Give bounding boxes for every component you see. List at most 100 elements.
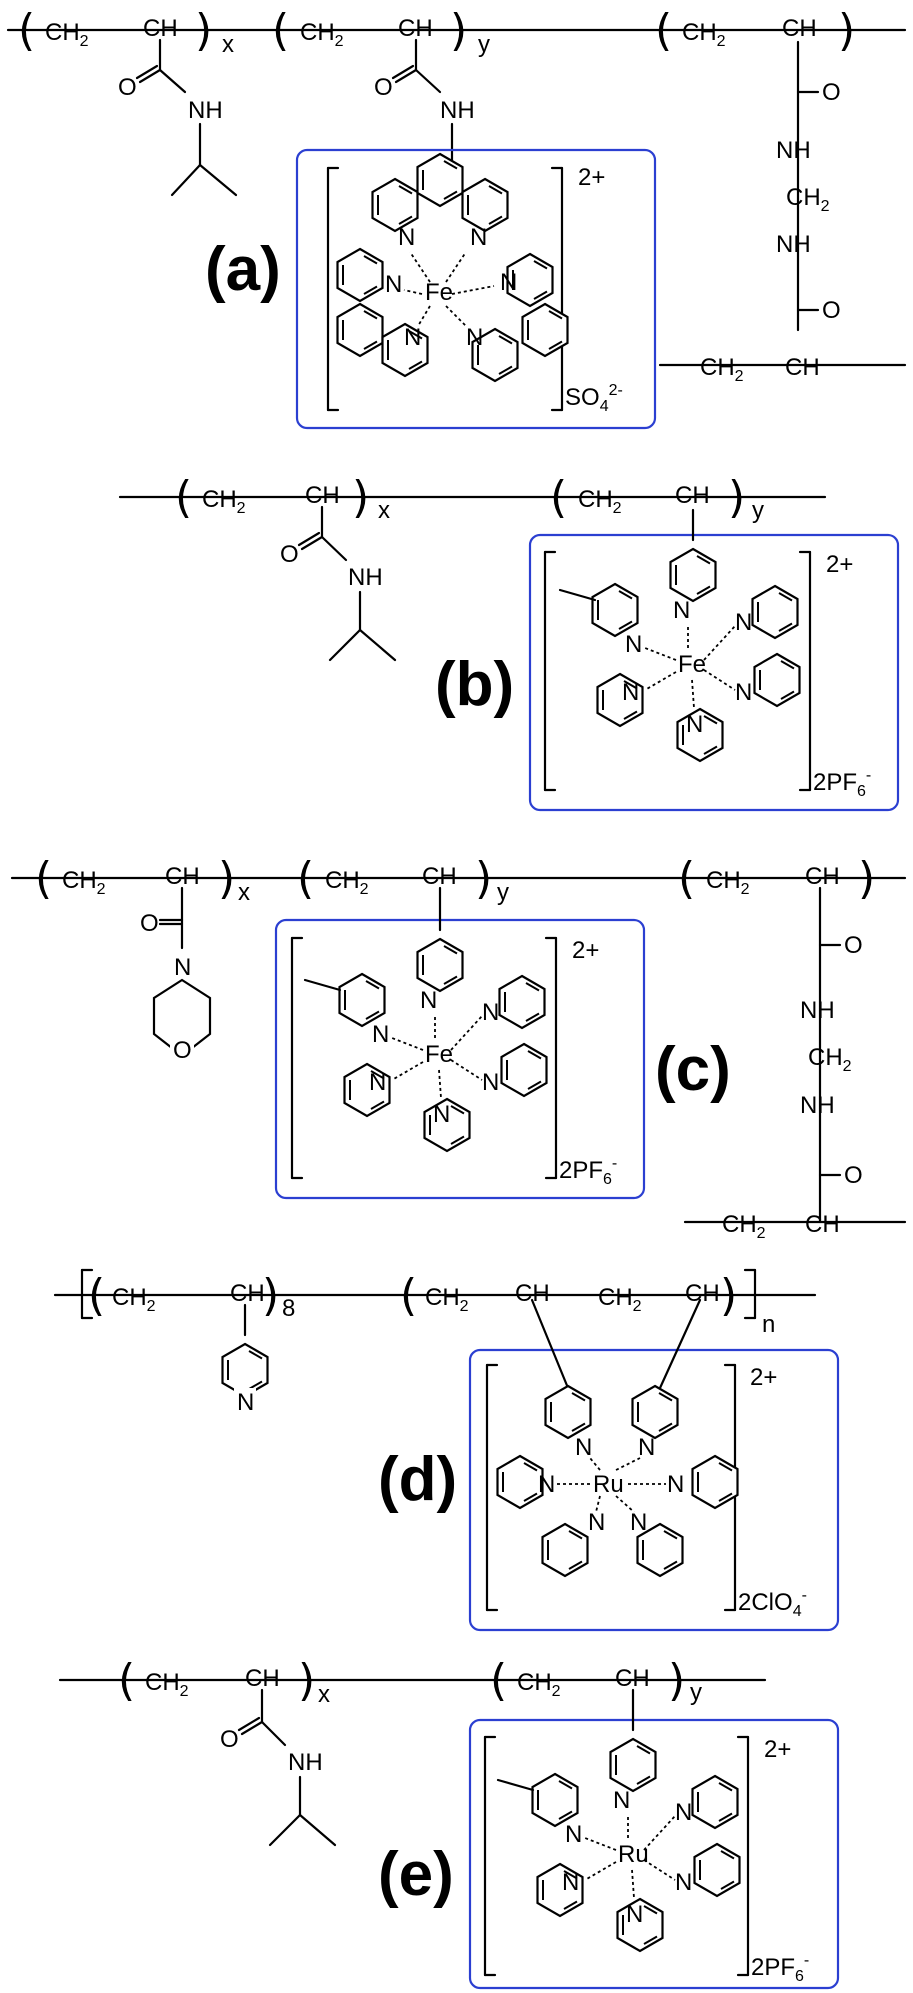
svg-text:): )	[720, 1270, 737, 1321]
panel-d-label: (d)	[378, 1445, 457, 1514]
svg-text:N: N	[625, 631, 642, 658]
a-charge: 2+	[578, 164, 605, 191]
c-unit1-sub: x	[238, 879, 250, 906]
b-counterion: 2PF6-	[813, 767, 871, 800]
d-unit1-ch2: CH2	[112, 1284, 156, 1315]
svg-text:N: N	[433, 1101, 450, 1128]
a-nipam-nh: NH	[188, 97, 223, 124]
panel-b: ( CH2 CH ) x ( CH2 CH ) y O NH (b) 2+ 2P…	[118, 472, 900, 812]
e-unit1-ch: CH	[245, 1665, 280, 1692]
svg-text:O: O	[822, 79, 841, 106]
svg-text:N: N	[575, 1434, 592, 1461]
svg-text:N: N	[626, 1901, 643, 1928]
d-unit2-sub: n	[762, 1311, 775, 1338]
svg-text:N: N	[237, 1389, 254, 1416]
b-charge: 2+	[826, 551, 853, 578]
svg-text:N: N	[500, 269, 517, 296]
svg-text:(: (	[35, 853, 52, 904]
svg-text:N: N	[482, 1069, 499, 1096]
svg-text:N: N	[735, 609, 752, 636]
svg-text:N: N	[470, 224, 487, 251]
svg-text:N: N	[673, 597, 690, 624]
e-nipam-nh: NH	[288, 1749, 323, 1776]
svg-text:(: (	[297, 853, 314, 904]
d-metal: Ru	[593, 1471, 624, 1498]
b-complex-box	[528, 533, 900, 812]
panel-b-label: (b)	[435, 650, 514, 719]
d-charge: 2+	[750, 1364, 777, 1391]
c-charge: 2+	[572, 937, 599, 964]
svg-text:N: N	[538, 1471, 555, 1498]
d-counterion: 2ClO4-	[738, 1587, 807, 1620]
svg-text:N: N	[667, 1471, 684, 1498]
panel-c-label: (c)	[655, 1035, 731, 1104]
svg-text:): )	[352, 472, 369, 523]
svg-text:(: (	[400, 1270, 417, 1321]
svg-text:N: N	[466, 324, 483, 351]
svg-text:N: N	[565, 1821, 582, 1848]
svg-text:N: N	[385, 271, 402, 298]
b-unit1-ch2: CH2	[202, 486, 246, 517]
a-xl-nh1: NH	[776, 137, 811, 164]
svg-text:O: O	[118, 74, 137, 101]
svg-text:O: O	[140, 910, 159, 937]
svg-text:(: (	[175, 472, 192, 523]
a-link-nh: NH	[440, 97, 475, 124]
a-xl-bot-ch: CH	[785, 354, 820, 381]
svg-text:(: (	[118, 1655, 135, 1706]
svg-text:): )	[475, 853, 492, 904]
b-metal: Fe	[678, 651, 706, 678]
d-unit2-chb: CH	[685, 1280, 720, 1307]
a-unit1-ch2: CH2	[45, 19, 89, 50]
svg-text:): )	[858, 853, 875, 904]
a-xl-nh2: NH	[776, 231, 811, 258]
svg-text:(: (	[18, 5, 35, 56]
e-counterion: 2PF6-	[751, 1952, 809, 1985]
a-xl-bot-ch2: CH2	[700, 354, 744, 385]
panel-c: ( CH2 CH ) x ( CH2 CH ) y ( CH2 CH ) O N…	[10, 853, 907, 1242]
svg-text:N: N	[630, 1509, 647, 1536]
panel-a: ( CH2 CH ) x ( CH2 CH ) y ( CH2 CH ) O N…	[6, 5, 907, 430]
svg-text:(: (	[272, 5, 289, 56]
b-unit1-ch: CH	[305, 482, 340, 509]
svg-text:N: N	[675, 1869, 692, 1896]
svg-text:): )	[728, 472, 745, 523]
svg-text:): )	[838, 5, 855, 56]
c-metal: Fe	[425, 1041, 453, 1068]
svg-text:N: N	[482, 999, 499, 1026]
a-complex-box	[295, 148, 657, 430]
svg-text:N: N	[404, 324, 421, 351]
e-unit1-ch2: CH2	[145, 1669, 189, 1700]
svg-text:O: O	[844, 1162, 863, 1189]
c-morph-n: N	[174, 954, 191, 981]
svg-text:O: O	[374, 74, 393, 101]
d-unit1-sub: 8	[282, 1295, 295, 1322]
b-unit1-sub: x	[378, 497, 390, 524]
panel-d: ( CH2 CH ) 8 ( CH2 CH CH2 CH ) n N (d) 2…	[53, 1268, 840, 1632]
svg-text:N: N	[686, 711, 703, 738]
c-unit3-ch2: CH2	[706, 867, 750, 898]
a-unit2-sub: y	[478, 31, 490, 58]
svg-text:(: (	[490, 1655, 507, 1706]
svg-text:): )	[450, 5, 467, 56]
c-xl-bot-ch2: CH2	[722, 1211, 766, 1242]
e-metal: Ru	[618, 1841, 649, 1868]
c-xl-ch2: CH2	[808, 1044, 852, 1075]
d-unit1-ch: CH	[230, 1280, 265, 1307]
c-xl-nh1: NH	[800, 997, 835, 1024]
a-unit2-ch2: CH2	[300, 19, 344, 50]
e-unit2-ch2: CH2	[517, 1669, 561, 1700]
svg-text:O: O	[280, 541, 299, 568]
svg-text:O: O	[844, 932, 863, 959]
e-charge: 2+	[764, 1736, 791, 1763]
e-unit1-sub: x	[318, 1681, 330, 1708]
a-unit1-sub: x	[222, 31, 234, 58]
svg-text:N: N	[613, 1787, 630, 1814]
svg-text:(: (	[678, 853, 695, 904]
svg-text:N: N	[735, 679, 752, 706]
a-metal: Fe	[425, 279, 453, 306]
c-unit1-ch: CH	[165, 863, 200, 890]
a-unit2-ch: CH	[398, 15, 433, 42]
svg-text:O: O	[822, 297, 841, 324]
